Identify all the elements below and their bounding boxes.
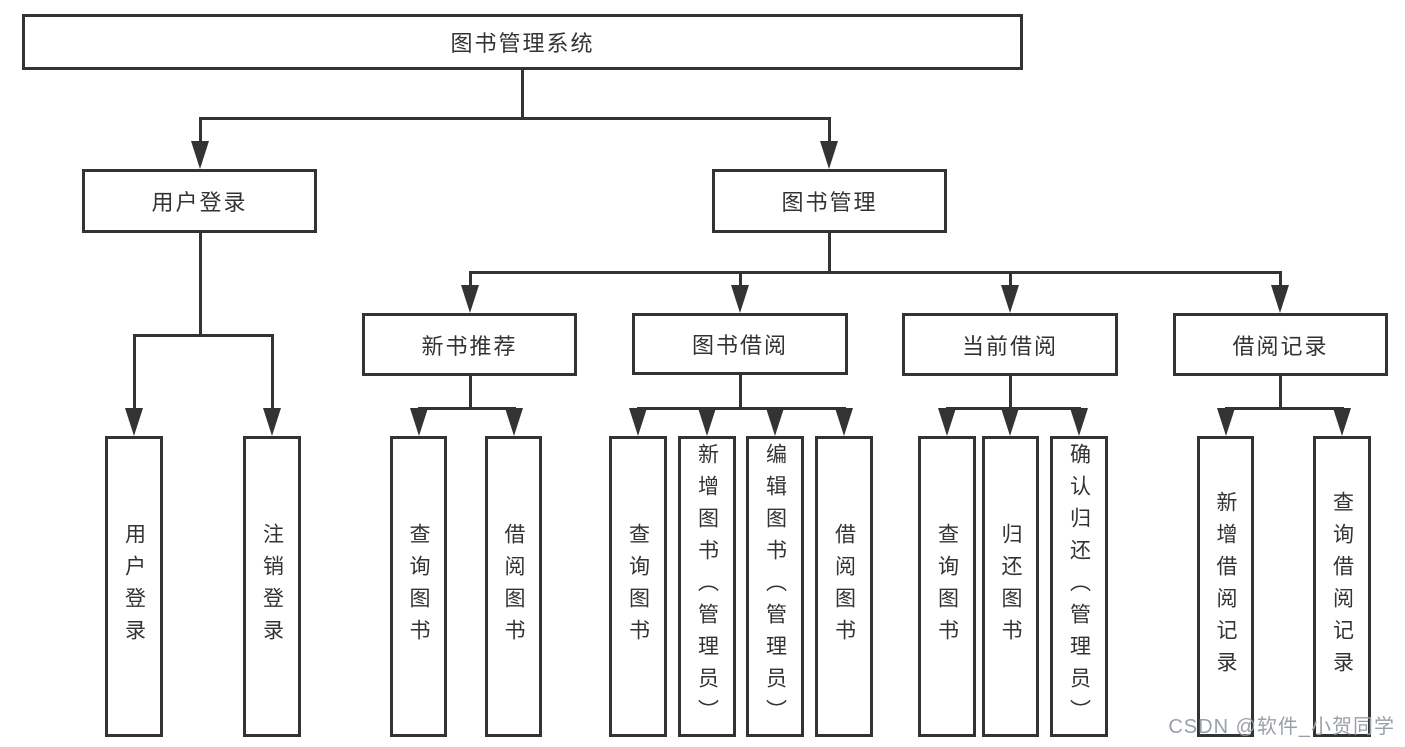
node-label: 图书管理 xyxy=(781,190,878,215)
connector-root-split xyxy=(199,117,831,120)
leaf-borrow-books-recommend: 借阅图书 xyxy=(485,436,542,737)
leaf-borrow-books-borrow: 借阅图书 xyxy=(815,436,873,737)
node-label: 编辑图书（管理员） xyxy=(763,442,787,731)
leaf-add-book-admin: 新增图书（管理员） xyxy=(678,436,736,737)
leaf-confirm-return-admin: 确认归还（管理员） xyxy=(1050,436,1108,737)
node-label: 借阅图书 xyxy=(832,522,856,651)
connector-stem xyxy=(1279,271,1282,289)
connector-book-mgmt-drop xyxy=(828,233,831,273)
leaf-search-books-current: 查询图书 xyxy=(918,436,976,737)
arrowhead-down-icon xyxy=(505,408,523,436)
connector-user-login-drop xyxy=(199,233,202,335)
connector-stem xyxy=(133,334,136,412)
node-label: 借阅记录 xyxy=(1232,333,1329,359)
leaf-search-books-recommend: 查询图书 xyxy=(390,436,447,737)
arrowhead-down-icon xyxy=(938,408,956,436)
leaf-query-borrow-record: 查询借阅记录 xyxy=(1313,436,1371,737)
arrowhead-down-icon xyxy=(1217,408,1235,436)
csdn-watermark: CSDN @软件_小贺同学 xyxy=(1168,716,1395,738)
arrowhead-down-icon xyxy=(731,285,749,313)
node-label: 当前借阅 xyxy=(961,333,1058,359)
arrowhead-down-icon xyxy=(1070,408,1088,436)
arrowhead-down-icon xyxy=(263,408,281,436)
node-label: 新增图书（管理员） xyxy=(695,442,719,731)
connector-borrow-split xyxy=(637,407,846,410)
node-borrowing-records: 借阅记录 xyxy=(1173,313,1388,376)
node-label: 确认归还（管理员） xyxy=(1067,442,1091,731)
arrowhead-down-icon xyxy=(835,408,853,436)
arrowhead-down-icon xyxy=(1271,285,1289,313)
connector-stem xyxy=(1009,271,1012,289)
node-book-borrowing: 图书借阅 xyxy=(632,313,848,375)
node-label: 查询借阅记录 xyxy=(1330,490,1354,683)
connector-stem xyxy=(739,271,742,289)
arrowhead-down-icon xyxy=(766,408,784,436)
arrowhead-down-icon xyxy=(1001,408,1019,436)
arrowhead-down-icon xyxy=(191,141,209,169)
connector-records-drop xyxy=(1279,376,1282,409)
node-book-management: 图书管理 xyxy=(712,169,947,233)
node-new-book-recommend: 新书推荐 xyxy=(362,313,577,376)
connector-recommend-split xyxy=(418,407,516,410)
arrowhead-down-icon xyxy=(125,408,143,436)
node-label: 用户登录 xyxy=(122,522,146,651)
connector-records-split xyxy=(1225,407,1344,410)
arrowhead-down-icon xyxy=(698,408,716,436)
arrowhead-down-icon xyxy=(629,408,647,436)
arrowhead-down-icon xyxy=(1001,285,1019,313)
leaf-search-books-borrow: 查询图书 xyxy=(609,436,667,737)
node-label: 查询图书 xyxy=(935,522,959,651)
connector-recommend-drop xyxy=(469,376,472,409)
leaf-add-borrow-record: 新增借阅记录 xyxy=(1197,436,1254,737)
node-label: 查询图书 xyxy=(407,522,430,651)
arrowhead-down-icon xyxy=(461,285,479,313)
connector-borrow-drop xyxy=(739,374,742,409)
node-current-borrowing: 当前借阅 xyxy=(902,313,1118,376)
node-label: 注销登录 xyxy=(260,522,284,651)
node-label: 查询图书 xyxy=(626,522,650,651)
node-library-system: 图书管理系统 xyxy=(22,14,1023,70)
node-label: 图书管理系统 xyxy=(450,31,595,56)
node-label: 借阅图书 xyxy=(502,522,525,651)
connector-book-mgmt-split xyxy=(469,271,1282,274)
leaf-user-login: 用户登录 xyxy=(105,436,163,737)
arrowhead-down-icon xyxy=(1333,408,1351,436)
connector-stem xyxy=(271,334,274,412)
node-user-login: 用户登录 xyxy=(82,169,317,233)
node-label: 新书推荐 xyxy=(421,333,518,359)
node-label: 新增借阅记录 xyxy=(1214,490,1237,683)
node-label: 归还图书 xyxy=(999,522,1022,651)
leaf-edit-book-admin: 编辑图书（管理员） xyxy=(746,436,804,737)
node-label: 图书借阅 xyxy=(691,333,788,358)
leaf-logout-login: 注销登录 xyxy=(243,436,301,737)
arrowhead-down-icon xyxy=(820,141,838,169)
connector-current-drop xyxy=(1009,376,1012,409)
connector-user-login-split xyxy=(133,334,274,337)
node-label: 用户登录 xyxy=(151,190,248,215)
connector-root-drop xyxy=(521,69,524,118)
connector-stem xyxy=(469,271,472,289)
connector-stem xyxy=(828,117,831,145)
arrowhead-down-icon xyxy=(410,408,428,436)
connector-stem xyxy=(199,117,202,145)
leaf-return-books: 归还图书 xyxy=(982,436,1039,737)
